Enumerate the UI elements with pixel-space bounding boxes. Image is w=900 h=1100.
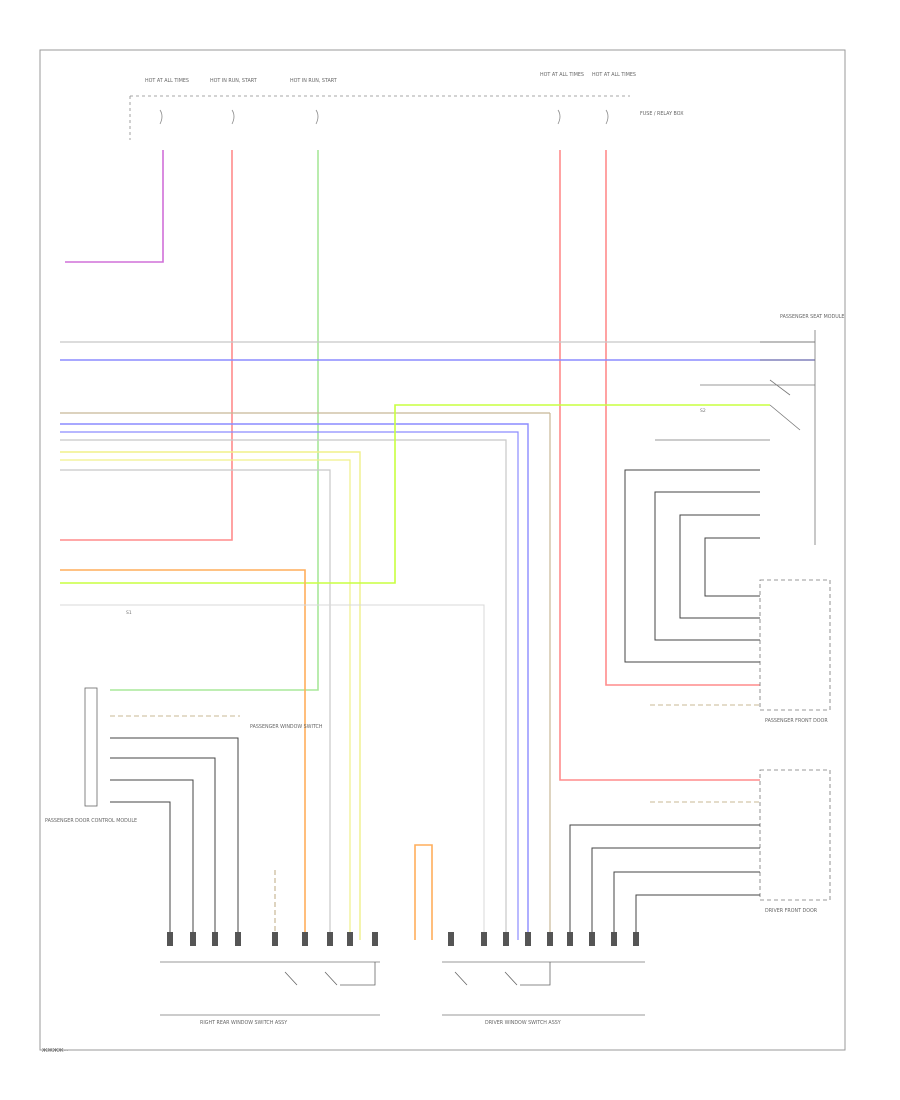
right-mid-module-label: PASSENGER FRONT DOOR (765, 718, 828, 724)
right-low-module-label: DRIVER FRONT DOOR (765, 908, 818, 914)
junction-box-label: FUSE / RELAY BOX (640, 111, 684, 117)
wire-grey-4 (60, 604, 485, 940)
fuse-label-4: HOT AT ALL TIMES (540, 72, 584, 78)
wire-red-feed-1 (60, 150, 233, 541)
right-mid-module (759, 579, 831, 711)
wire-blue-2 (60, 423, 529, 940)
right-top-module-label: PASSENGER SEAT MODULE (780, 314, 844, 320)
bottom-right-switches (454, 962, 551, 986)
bottom-right-connectors (448, 932, 639, 946)
wire-grey-3 (60, 469, 331, 940)
wire-yellow-1 (60, 451, 361, 940)
fuse-label-5: HOT AT ALL TIMES (592, 72, 636, 78)
bottom-left-switch-label: RIGHT REAR WINDOW SWITCH ASSY (200, 1020, 287, 1026)
bottom-left-connectors (167, 932, 378, 946)
right-top-module-wires (655, 330, 816, 545)
wire-grey-2 (60, 439, 507, 940)
right-low-module (759, 769, 831, 901)
splice-label-2: S2 (700, 408, 706, 414)
wire-orange-1 (60, 569, 306, 940)
splice-label-1: S1 (126, 610, 132, 616)
bottom-right-switch-label: DRIVER WINDOW SWITCH ASSY (485, 1020, 561, 1026)
left-module-wires (110, 715, 240, 940)
fuse-label-1: HOT AT ALL TIMES (145, 78, 189, 84)
wire-yellow-2 (60, 459, 351, 940)
bottom-left-switches (284, 962, 376, 986)
wire-orange-2 (414, 844, 433, 940)
footer-code: ЖЖЖЖ··· (42, 1048, 69, 1054)
wire-green-feed (110, 150, 319, 691)
left-module-label: PASSENGER DOOR CONTROL MODULE (45, 818, 137, 824)
right-low-wires (569, 801, 760, 940)
fuse-symbols (159, 109, 609, 125)
wire-lime (60, 404, 770, 584)
wire-red-feed-3 (605, 150, 760, 686)
right-loops (624, 469, 760, 663)
diagram-frame (39, 49, 846, 1051)
fuse-label-3: HOT IN RUN, START (290, 78, 337, 84)
fuse-label-2: HOT IN RUN, START (210, 78, 257, 84)
left-switch-label: PASSENGER WINDOW SWITCH (250, 724, 323, 730)
wire-blue-3 (60, 431, 519, 940)
left-module-body (84, 687, 98, 807)
wire-violet-feed (65, 150, 164, 263)
